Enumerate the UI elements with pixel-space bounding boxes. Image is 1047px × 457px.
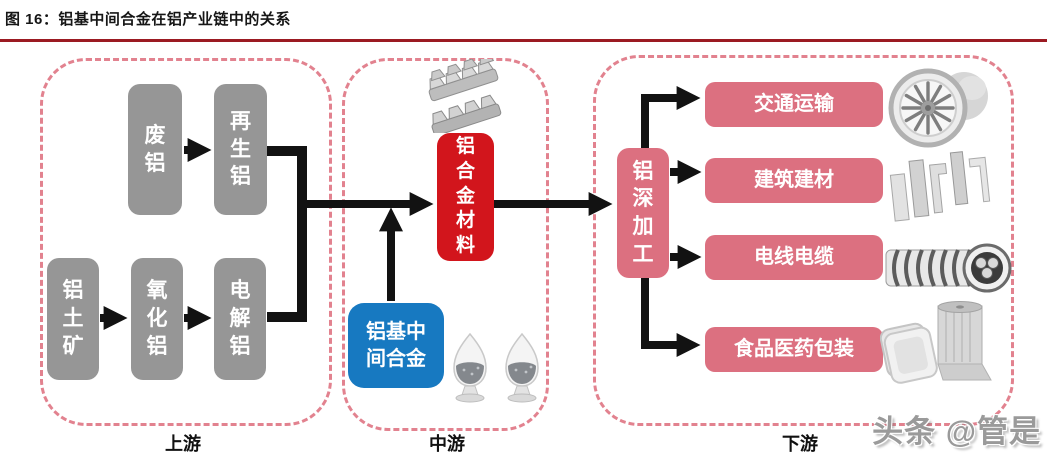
aluminum-profiles-image bbox=[889, 151, 991, 222]
node-bauxite: 铝土矿 bbox=[47, 258, 99, 380]
figure-title: 图 16：铝基中间合金在铝产业链中的关系 bbox=[5, 11, 291, 28]
midstream-container bbox=[342, 58, 549, 431]
node-recycled-aluminum: 再生铝 bbox=[214, 84, 267, 215]
node-aluminum-alloy-material: 铝合金材料 bbox=[437, 133, 494, 261]
node-scrap-aluminum: 废铝 bbox=[128, 84, 182, 215]
section-label-midstream: 中游 bbox=[429, 434, 465, 454]
node-aluminum-deep-processing: 铝深加工 bbox=[617, 148, 669, 278]
node-electrolytic-aluminum: 电解铝 bbox=[214, 258, 266, 380]
node-aluminum-master-alloy: 铝基中间合金 bbox=[348, 303, 444, 388]
upstream-container bbox=[40, 58, 332, 426]
jet-engine-image bbox=[888, 68, 988, 148]
downstream-container bbox=[593, 55, 1014, 426]
app-box-transportation: 交通运输 bbox=[705, 82, 883, 127]
aluminum-cable-image bbox=[885, 243, 1012, 293]
alloy-granule-bottles-image bbox=[453, 332, 539, 403]
node-alumina: 氧化铝 bbox=[131, 258, 183, 380]
watermark: 头条 @管是 bbox=[872, 414, 1041, 449]
foil-packaging-image bbox=[880, 301, 992, 384]
app-box-construction: 建筑建材 bbox=[705, 158, 883, 203]
section-label-upstream: 上游 bbox=[165, 434, 201, 454]
title-underline bbox=[0, 39, 1047, 42]
app-box-food-pharma-packaging: 食品医药包装 bbox=[705, 327, 883, 372]
aluminum-ingot-stack-image bbox=[428, 59, 502, 133]
app-box-wire-cable: 电线电缆 bbox=[705, 235, 883, 280]
section-label-downstream: 下游 bbox=[782, 434, 818, 454]
